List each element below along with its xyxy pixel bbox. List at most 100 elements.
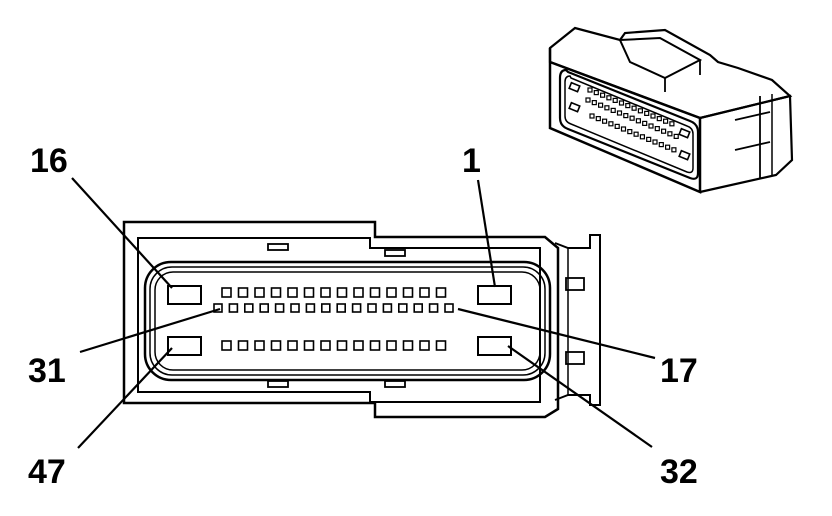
row-middle-pin: [305, 303, 316, 313]
housing-inner-frame: [137, 237, 541, 403]
iso-row-top-pin: [625, 102, 631, 109]
latch-window-upper: [565, 277, 585, 291]
iso-row-middle-pin: [585, 97, 591, 103]
row-middle-pin: [274, 303, 285, 313]
iso-row-bottom-pin: [589, 113, 595, 119]
row-top-pin: [353, 287, 364, 298]
row-top-pin: [386, 287, 397, 298]
row-top-pin: [221, 287, 232, 298]
iso-row-middle-pin: [635, 118, 642, 124]
row-top-pin: [419, 287, 430, 298]
row-bottom-pin: [287, 340, 298, 351]
tab-top-right: [384, 249, 406, 257]
iso-row-top-pin: [612, 97, 618, 104]
iso-row-top-pin: [669, 121, 675, 127]
row-middle-pin: [428, 303, 439, 313]
connector-isometric-view: [548, 26, 794, 194]
row-bottom-pin: [419, 340, 430, 351]
row-bottom-pin: [221, 340, 232, 351]
row-middle-pin: [213, 303, 223, 313]
iso-row-bottom-pin: [627, 129, 633, 135]
row-middle-pin: [351, 303, 362, 313]
iso-row-bottom-pin: [671, 147, 677, 153]
row-middle-pin: [413, 303, 424, 313]
row-middle-pin: [244, 303, 254, 313]
leader-pin-17: [457, 307, 656, 360]
iso-row-top-pin: [593, 89, 599, 96]
cavity-outline-middle: [149, 266, 546, 376]
iso-row-middle-pin: [623, 112, 629, 119]
leader-pin-32: [507, 345, 653, 448]
iso-row-middle-pin: [648, 123, 654, 129]
iso-row-top-pin: [644, 110, 650, 117]
iso-row-top-pin: [587, 87, 593, 93]
iso-cavity-outer: [558, 68, 700, 180]
iso-row-middle-pin: [610, 107, 616, 114]
row-top-pin: [320, 287, 331, 298]
row-top-pin: [254, 287, 265, 298]
tab-bottom-left: [267, 380, 289, 388]
iso-row-middle-pin: [629, 115, 635, 121]
terminal-pin-16: [167, 285, 202, 305]
connector-face: [122, 220, 601, 419]
row-bottom-pin: [402, 340, 414, 351]
row-bottom-pin: [369, 340, 381, 351]
terminal-pin-47: [167, 336, 202, 356]
row-middle-pin: [336, 303, 347, 313]
iso-row-bottom-pin: [620, 126, 627, 132]
iso-cavity-inner: [564, 75, 694, 174]
iso-row-bottom-pin: [639, 134, 646, 140]
iso-row-middle-pin: [597, 102, 604, 108]
leader-lines: [71, 177, 656, 449]
iso-row-bottom-pin: [658, 142, 664, 148]
side-latch: [554, 234, 601, 406]
row-top-pin: [336, 287, 348, 298]
leader-pin-16: [71, 177, 173, 289]
iso-row-middle-pin: [654, 125, 660, 132]
tab-bottom-right: [384, 380, 406, 388]
row-bottom-pin: [435, 340, 447, 351]
iso-row-top-pin: [656, 115, 662, 122]
iso-side-face: [699, 94, 794, 194]
label-pin-16: 16: [30, 142, 68, 180]
terminal-pin-1: [477, 285, 512, 305]
iso-row-middle-pin: [673, 133, 679, 139]
iso-row-bottom-pin: [664, 144, 671, 150]
row-top-pin: [435, 287, 447, 298]
iso-row-top-pin: [599, 92, 606, 98]
iso-row-bottom-pin: [633, 131, 639, 137]
row-bottom-pin: [254, 340, 265, 351]
row-top-pin: [287, 287, 298, 298]
iso-row-bottom-pin: [614, 123, 620, 130]
iso-raised-block: [618, 36, 703, 80]
row-bottom-pin: [270, 340, 282, 351]
leader-pin-31: [79, 307, 221, 354]
row-middle-pin: [290, 303, 300, 313]
iso-row-middle-pin: [667, 131, 673, 137]
label-pin-47: 47: [28, 453, 66, 491]
iso-row-top-pin: [631, 105, 637, 111]
iso-row-middle-pin: [660, 128, 667, 134]
iso-row-bottom-pin: [646, 136, 652, 142]
iso-row-bottom-pin: [608, 121, 614, 127]
row-top-pin: [402, 287, 414, 298]
iso-row-middle-pin: [591, 99, 597, 106]
pin-labels: 16 1 31 17 47 32: [28, 142, 698, 491]
terminal-pin-32: [477, 336, 512, 356]
row-middle-pin: [397, 303, 408, 313]
pin-rows: [213, 287, 454, 351]
row-middle-pin: [228, 303, 239, 313]
row-top-pin: [369, 287, 381, 298]
label-pin-31: 31: [28, 352, 66, 390]
iso-row-middle-pin: [616, 110, 623, 116]
leader-pin-47: [77, 347, 173, 449]
leader-pin-1: [476, 179, 497, 288]
iso-row-bottom-pin: [595, 115, 601, 122]
row-bottom-pin: [386, 340, 397, 351]
row-bottom-pin: [353, 340, 364, 351]
row-middle-pin: [320, 303, 331, 313]
iso-row-top-pin: [637, 108, 644, 114]
label-pin-17: 17: [660, 352, 698, 390]
